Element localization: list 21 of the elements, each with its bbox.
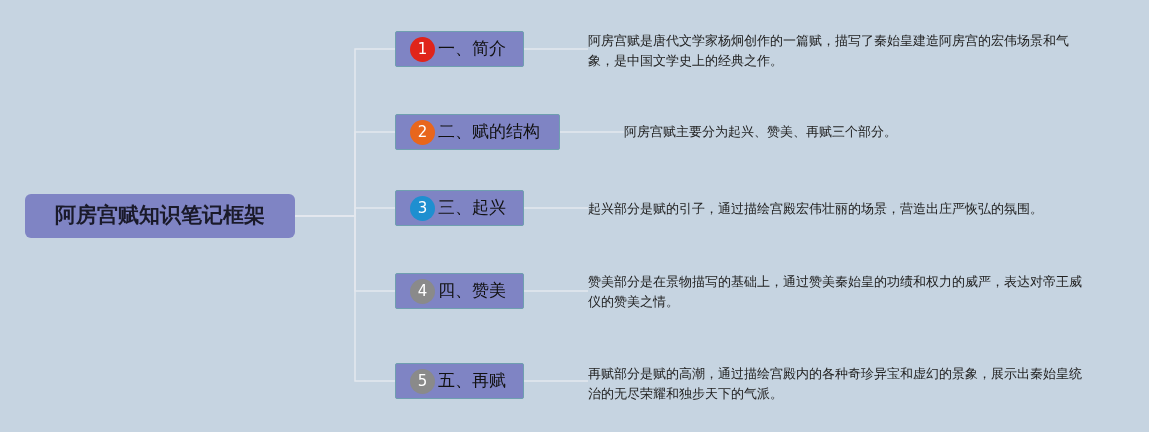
topic-label: 二、赋的结构 <box>438 120 540 144</box>
topic-label: 一、简介 <box>438 37 506 61</box>
topic-box <box>395 31 524 67</box>
number-badge: 1 <box>410 36 435 62</box>
note-text: 赞美部分是在景物描写的基础上，通过赞美秦始皇的功绩和权力的威严，表达对帝王威仪的赞美之情。 <box>588 272 1093 312</box>
number-badge: 3 <box>410 195 435 221</box>
number-badge: 2 <box>410 119 435 145</box>
topic-box <box>395 114 560 150</box>
topic-label: 三、起兴 <box>438 196 506 220</box>
note-text: 阿房宫赋主要分为起兴、赞美、再赋三个部分。 <box>624 122 1084 142</box>
number-badge: 5 <box>410 368 435 394</box>
topic-box <box>395 190 524 226</box>
topic-box <box>395 273 524 309</box>
topic-label: 四、赞美 <box>438 279 506 303</box>
root-topic-box: 阿房宫赋知识笔记框架 <box>25 194 295 238</box>
number-badge: 4 <box>410 278 435 304</box>
note-text: 起兴部分是赋的引子，通过描绘宫殿宏伟壮丽的场景，营造出庄严恢弘的氛围。 <box>588 199 1088 219</box>
note-text: 阿房宫赋是唐代文学家杨炯创作的一篇赋，描写了秦始皇建造阿房宫的宏伟场景和气象，是中国文学史上的经典之作。 <box>588 31 1093 71</box>
note-text: 再赋部分是赋的高潮，通过描绘宫殿内的各种奇珍异宝和虚幻的景象，展示出秦始皇统治的无尽荣耀和独步天下的气派。 <box>588 364 1093 404</box>
topic-label: 五、再赋 <box>438 369 506 393</box>
topic-box <box>395 363 524 399</box>
